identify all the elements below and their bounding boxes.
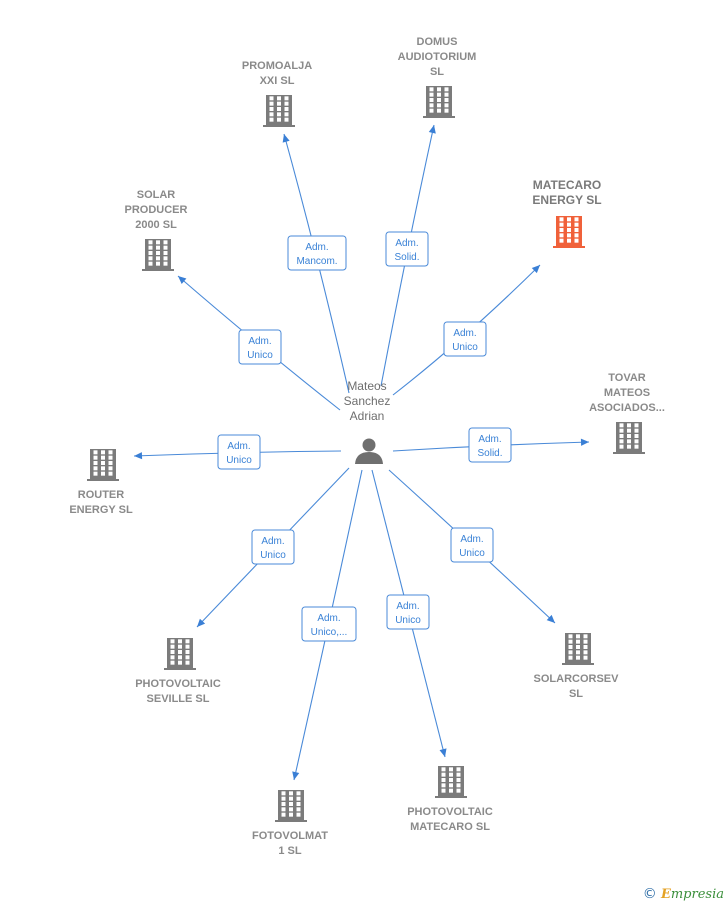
role-box-solarcorsev[interactable]: Adm.Unico	[450, 527, 494, 563]
role-box-frame	[217, 434, 261, 470]
building-icon	[613, 422, 645, 454]
building-icon	[263, 95, 295, 127]
arrowhead	[531, 265, 540, 274]
building-icon	[435, 766, 467, 798]
role-label: Adm.Unico	[452, 328, 478, 353]
building-icon	[553, 216, 585, 248]
role-label: Adm.Unico	[459, 534, 485, 559]
copyright-symbol: ©	[642, 886, 657, 902]
role-box-pv-matecaro[interactable]: Adm.Unico	[386, 594, 430, 630]
building-icon	[87, 449, 119, 481]
arrowhead	[197, 618, 206, 627]
role-box-matecaro-energy[interactable]: Adm.Unico	[443, 321, 487, 357]
arrowhead	[134, 452, 143, 460]
role-box-frame	[450, 527, 494, 563]
arrowhead	[282, 134, 290, 143]
role-label: Adm.Unico	[226, 441, 252, 466]
building-icon	[142, 239, 174, 271]
role-label: Adm.Unico,...	[311, 613, 348, 638]
empresia-brand[interactable]: © Empresia	[643, 886, 724, 902]
role-box-frame	[287, 235, 347, 271]
brand-initial: E	[660, 887, 671, 902]
role-box-pv-seville[interactable]: Adm.Unico	[251, 529, 295, 565]
role-box-frame	[468, 427, 512, 463]
role-box-fotovolmat[interactable]: Adm.Unico,...	[301, 606, 357, 642]
role-box-solar-producer[interactable]: Adm.Unico	[238, 329, 282, 365]
role-box-domus[interactable]: Adm.Solid.	[385, 231, 429, 267]
role-box-promoalja[interactable]: Adm.Mancom.	[287, 235, 347, 271]
role-box-tovar[interactable]: Adm.Solid.	[468, 427, 512, 463]
building-icon	[164, 638, 196, 670]
role-box-frame	[301, 606, 357, 642]
role-label: Adm.Solid.	[394, 238, 419, 263]
role-label: Adm.Solid.	[477, 434, 502, 459]
role-box-frame	[238, 329, 282, 365]
role-box-frame	[386, 594, 430, 630]
role-label: Adm.Unico	[247, 336, 273, 361]
arrowhead	[178, 276, 187, 284]
arrowhead	[292, 771, 300, 780]
role-label: Adm.Unico	[395, 601, 421, 626]
building-icon	[423, 86, 455, 118]
role-box-frame	[443, 321, 487, 357]
person-icon[interactable]	[355, 438, 383, 465]
building-icon	[562, 633, 594, 665]
role-box-frame	[385, 231, 429, 267]
role-labels: Adm.Mancom.Adm.Solid.Adm.UnicoAdm.UnicoA…	[217, 231, 512, 642]
arrowhead	[580, 438, 589, 446]
role-label: Adm.Mancom.	[296, 242, 337, 267]
arrowhead	[439, 748, 447, 757]
arrowhead	[428, 125, 436, 134]
role-box-frame	[251, 529, 295, 565]
building-icon	[275, 790, 307, 822]
role-box-router[interactable]: Adm.Unico	[217, 434, 261, 470]
brand-name: mpresia	[670, 887, 724, 902]
arrowhead	[546, 614, 555, 623]
role-label: Adm.Unico	[260, 536, 286, 561]
